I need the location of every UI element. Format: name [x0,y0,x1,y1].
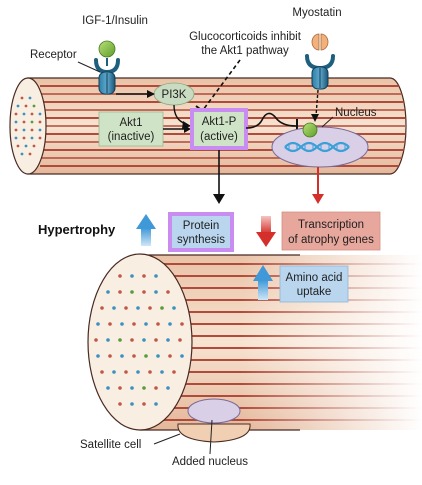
atrophy-down-arrow-icon [256,216,276,247]
receptor-label: Receptor [30,49,77,61]
bottom-muscle-fiber [87,253,422,434]
satellite-pointer [153,433,181,445]
top-fiber-end-cap [9,77,47,175]
added-nucleus-pointer [209,419,213,455]
protein-up-arrow-icon [136,214,156,246]
myostatin-to-nucleus-arrow [315,89,319,117]
amino-label-line1: Amino acid [286,272,343,284]
satellite-cell [177,398,251,443]
igf-receptor [94,58,120,95]
protein-label-line2: synthesis [177,234,225,246]
myostatin-ligand-icon [311,33,329,51]
added-nucleus-icon [187,398,241,424]
receptor-pointer [77,61,101,73]
igf-label: IGF-1/Insulin [82,15,148,27]
top-fiber-myofibril-dots [14,96,42,156]
glucocorticoids-label-line1: Glucocorticoids inhibit [189,31,302,43]
akt1p-label-line2: (active) [200,131,238,143]
atrophy-label-line1: Transcription [298,219,364,231]
amino-acid-uptake-box [279,265,349,303]
dna-icon [284,141,350,153]
akt1p-active-box [190,108,248,150]
pi3k-label: PI3K [162,89,187,101]
transcription-factor-icon [302,122,318,138]
nucleus-label: Nucleus [335,107,377,119]
satellite-cell-label: Satellite cell [80,439,141,451]
igf-ligand-icon [98,40,116,58]
amino-up-arrow-icon [253,265,273,300]
bottom-fiber-myofibril-dots [94,274,184,406]
nucleus-pointer [321,116,334,128]
added-nucleus-label: Added nucleus [172,456,248,468]
protein-label-line1: Protein [183,220,219,232]
atrophy-label-line2: of atrophy genes [288,234,374,246]
akt1-label-line1: Akt1 [119,117,142,129]
protein-synthesis-box [168,212,234,252]
myostatin-receptor [305,54,335,90]
myostatin-label: Myostatin [292,7,341,19]
atrophy-transcription-box [281,211,381,251]
glucocorticoid-inhibit-line [202,59,241,111]
akt1p-label-line1: Akt1-P [202,116,237,128]
glucocorticoids-label-line2: the Akt1 pathway [201,45,289,57]
hypertrophy-label: Hypertrophy [38,222,116,237]
akt1-label-line2: (inactive) [108,131,155,143]
amino-label-line2: uptake [297,286,332,298]
akt-inhibit-nuclear-line [245,112,297,129]
nucleus [271,126,369,168]
bottom-fiber-end-cap [87,253,193,431]
